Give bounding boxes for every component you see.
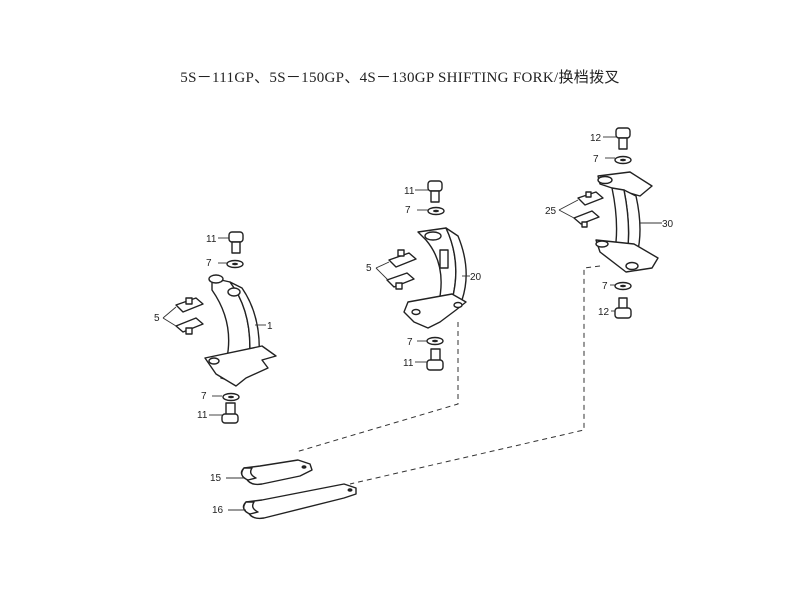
fork-group-3: 12 7 25 — [545, 127, 674, 319]
washer-7-bot-g1: 7 — [201, 391, 240, 402]
fork-30: 30 — [595, 171, 674, 273]
callout-11-bot-g2: 11 — [403, 358, 414, 369]
washer-7-top-g1: 7 — [206, 258, 244, 269]
callout-20: 20 — [470, 272, 482, 283]
callout-30: 30 — [662, 219, 674, 230]
assembly-leader-lines — [295, 265, 601, 485]
callout-11-bot-g1: 11 — [197, 410, 208, 421]
callout-25-g3: 25 — [545, 206, 557, 217]
wrench-16: 16 — [212, 483, 357, 520]
fork-group-1: 11 7 5 — [154, 231, 277, 424]
washer-7-bot-g2: 7 — [407, 336, 444, 348]
page-title: 5S－111GP、5S－150GP、4S－130GP SHIFTING FORK… — [180, 70, 620, 86]
fork-group-2: 11 7 5 — [366, 180, 482, 371]
washer-7-top-g2: 7 — [405, 205, 445, 216]
callout-11-top-g2: 11 — [404, 186, 415, 197]
callout-7-bot-g3: 7 — [602, 281, 608, 292]
fork-1: 1 — [204, 274, 277, 387]
callout-16: 16 — [212, 505, 224, 516]
callout-5-g1: 5 — [154, 313, 160, 324]
pads-5-g1: 5 — [154, 297, 204, 335]
pads-5-g2: 5 — [366, 249, 417, 290]
bolt-12-bot-g3: 12 — [598, 297, 632, 319]
pads-25-g3: 25 — [545, 191, 604, 228]
washer-7-bot-g3: 7 — [602, 281, 632, 292]
bolt-11-top-g2: 11 — [404, 180, 443, 203]
callout-7-top-g3: 7 — [593, 154, 599, 165]
callout-7-bot-g1: 7 — [201, 391, 207, 402]
callout-1: 1 — [267, 321, 273, 332]
bolt-11-top-g1: 11 — [206, 231, 244, 254]
bolt-12-top-g3: 12 — [590, 127, 631, 150]
bolt-11-bot-g2: 11 — [403, 348, 444, 371]
bolt-11-bot-g1: 11 — [197, 402, 239, 424]
callout-12-bot-g3: 12 — [598, 307, 610, 318]
callout-15: 15 — [210, 473, 222, 484]
fork-20: 20 — [403, 227, 482, 329]
callout-7-top-g1: 7 — [206, 258, 212, 269]
callout-5-g2: 5 — [366, 263, 372, 274]
washer-7-top-g3: 7 — [593, 154, 632, 165]
callout-12-top-g3: 12 — [590, 133, 602, 144]
callout-7-top-g2: 7 — [405, 205, 411, 216]
callout-7-bot-g2: 7 — [407, 337, 413, 348]
wrench-15: 15 — [210, 459, 313, 486]
callout-11-top-g1: 11 — [206, 234, 217, 245]
